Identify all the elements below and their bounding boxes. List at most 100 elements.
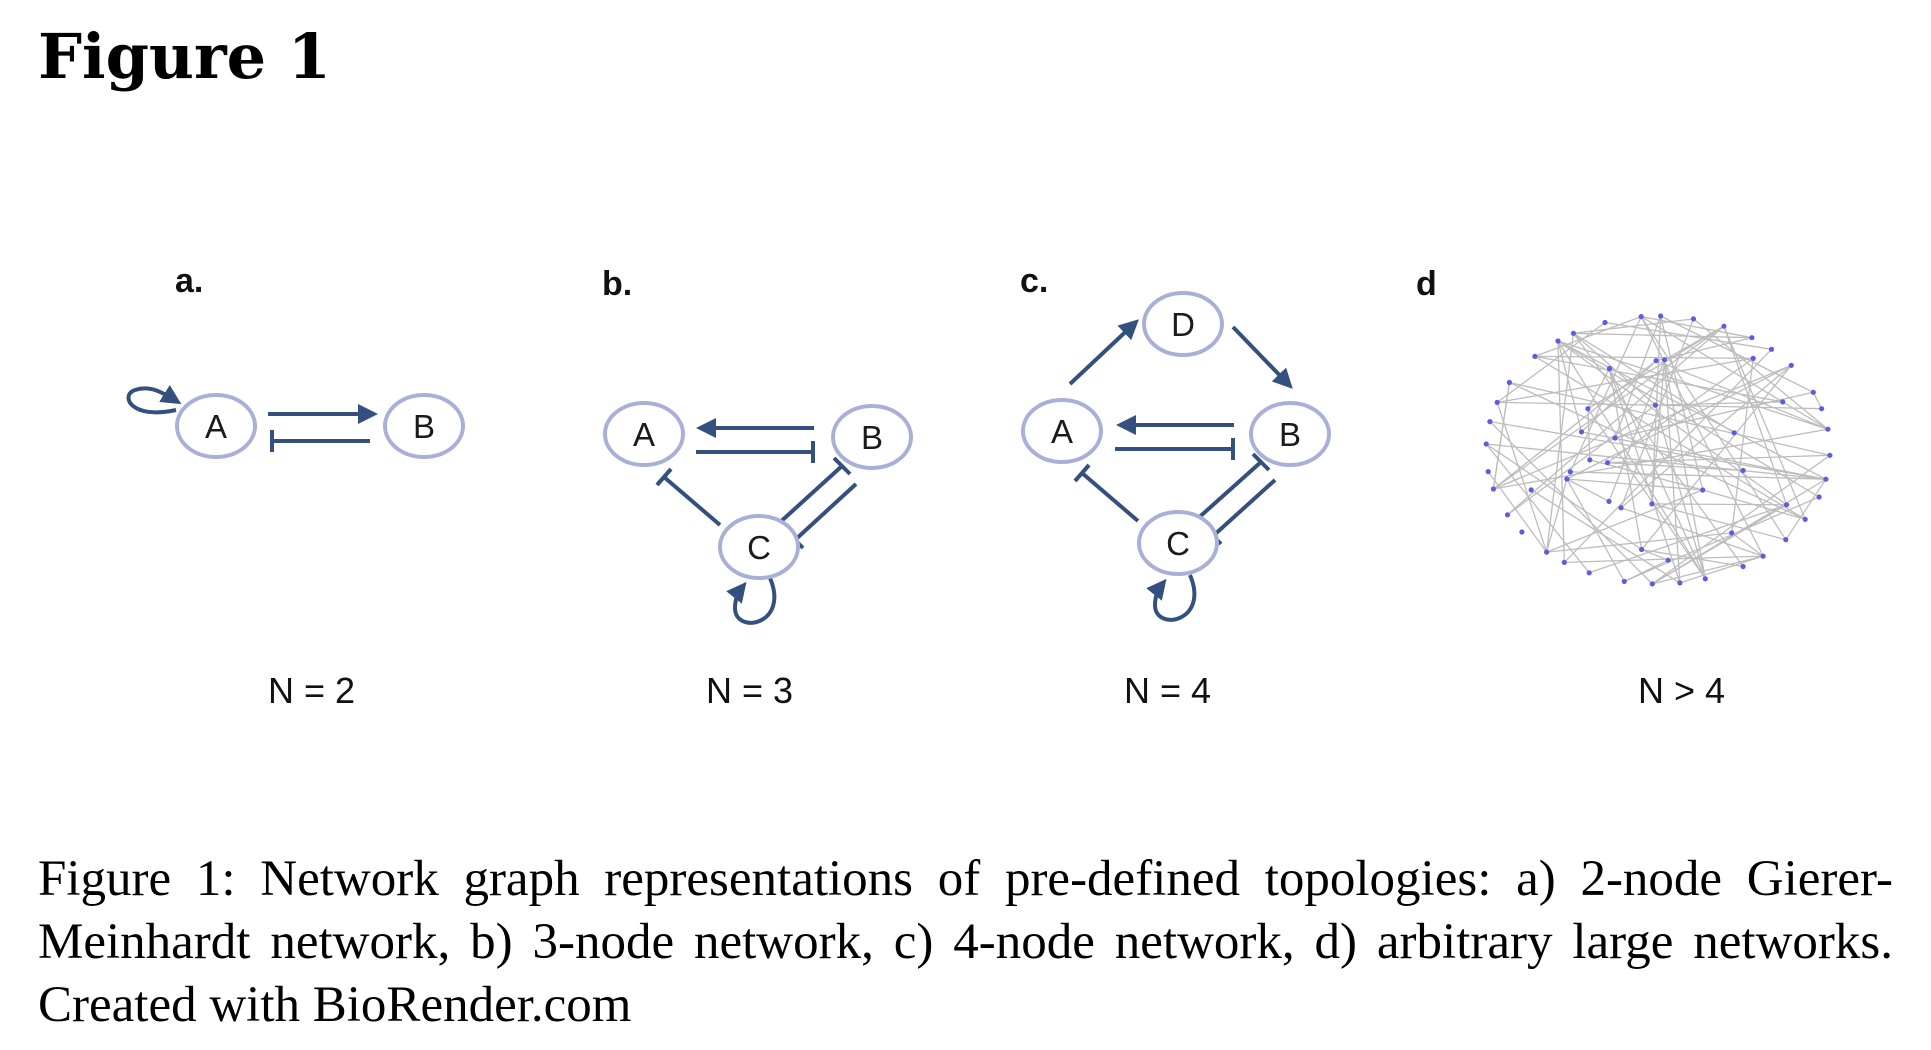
network-edge — [1557, 340, 1706, 580]
network-node — [1750, 355, 1756, 361]
network-edge — [1614, 315, 1662, 439]
b-C-inhibits-A-bar — [655, 467, 673, 487]
network-edge — [1566, 478, 1610, 502]
network-node — [1810, 389, 1816, 395]
network-node — [1606, 365, 1613, 372]
network-edge — [1534, 315, 1642, 358]
network-node — [1749, 335, 1755, 341]
network-edge — [1651, 359, 1666, 504]
network-edge — [1620, 364, 1792, 509]
c-C-B-edge-1 — [1193, 460, 1263, 523]
n-label-a: N = 2 — [268, 670, 356, 711]
c-D-to-B-arrow — [1231, 325, 1293, 389]
network-edge — [1641, 548, 1669, 561]
c-C-B-edge-2 — [1211, 478, 1277, 538]
network-edge — [1587, 408, 1706, 580]
network-edge — [1587, 325, 1725, 410]
network-edge — [1573, 318, 1694, 334]
b-C-inhibits-A — [662, 475, 722, 527]
network-node — [1677, 580, 1683, 586]
c-C-B-bar-1 — [1251, 452, 1271, 472]
network-edge — [1573, 332, 1735, 434]
node-b-B — [831, 404, 913, 470]
network-node — [1740, 467, 1746, 474]
network-diagrams: A B A B C D A — [126, 291, 1833, 625]
node-b-A — [603, 401, 685, 467]
n-label-c: N = 4 — [1124, 670, 1212, 711]
network-edge — [1659, 315, 1704, 491]
network-node — [1721, 323, 1727, 329]
network-edge — [1493, 428, 1829, 490]
node-c-A — [1021, 398, 1103, 464]
network-node — [1585, 406, 1591, 412]
panel-label-c: c. — [1020, 262, 1049, 300]
a-self-loop-arrow — [126, 385, 182, 415]
network-node — [1544, 549, 1550, 555]
network-edge — [1492, 382, 1511, 490]
panel-c-graph: D A B C — [1021, 291, 1331, 622]
network-edge — [1572, 332, 1656, 406]
network-edge — [1545, 478, 1568, 553]
node-c-B-label: B — [1279, 416, 1301, 453]
network-node — [1519, 529, 1525, 535]
network-edge — [1731, 532, 1764, 557]
network-edge — [1546, 489, 1703, 553]
b-C-B-bar-1 — [832, 456, 852, 476]
node-b-B-label: B — [861, 419, 883, 456]
network-node — [1532, 353, 1538, 359]
network-node — [1788, 362, 1794, 368]
network-node — [1649, 581, 1655, 587]
network-node — [1638, 314, 1644, 320]
network-edge — [1679, 555, 1764, 584]
network-node — [1602, 319, 1608, 326]
network-node — [1827, 452, 1833, 458]
network-edge — [1652, 555, 1764, 585]
network-edge — [1489, 420, 1827, 480]
network-node — [1494, 399, 1500, 405]
network-node — [1700, 487, 1706, 493]
network-edge — [1496, 321, 1606, 403]
network-node — [1784, 502, 1790, 508]
network-node — [1504, 512, 1511, 518]
network-node — [1768, 346, 1775, 352]
panel-label-b: b. — [602, 265, 633, 303]
network-edge — [1812, 392, 1823, 409]
network-edge — [1587, 408, 1591, 460]
node-b-C — [718, 514, 800, 580]
network-node — [1658, 313, 1664, 319]
network-edge — [1569, 316, 1642, 473]
network-node — [1561, 559, 1567, 566]
network-node — [1783, 537, 1789, 543]
panel-label-d: d — [1416, 265, 1437, 303]
network-node — [1490, 486, 1496, 492]
network-edge — [1785, 478, 1827, 541]
network-edge — [1608, 368, 1706, 580]
network-node — [1760, 553, 1766, 559]
network-edge — [1557, 340, 1820, 498]
node-b-A-label: A — [633, 416, 655, 453]
network-edge — [1507, 404, 1656, 516]
network-edge — [1564, 555, 1764, 564]
node-a-B — [383, 393, 465, 459]
panel-label-a: a. — [175, 262, 204, 300]
network-node — [1483, 441, 1489, 447]
network-edge — [1588, 504, 1787, 574]
network-node — [1606, 498, 1612, 504]
network-edge — [1655, 404, 1822, 410]
node-c-B — [1249, 401, 1331, 467]
node-a-A — [175, 393, 257, 459]
network-edge — [1624, 559, 1669, 582]
network-edge — [1566, 364, 1792, 480]
network-edge — [1640, 316, 1787, 541]
n-label-d: N > 4 — [1638, 670, 1726, 711]
network-edge — [1651, 503, 1787, 506]
network-edge — [1570, 471, 1826, 480]
network-node — [1690, 316, 1697, 322]
network-node — [1567, 469, 1573, 475]
network-edge — [1573, 332, 1752, 339]
network-edge — [1496, 402, 1548, 553]
c-C-self-loop-arrow — [1146, 574, 1197, 622]
network-node — [1578, 429, 1585, 435]
network-edge — [1563, 348, 1772, 563]
network-edge — [1660, 315, 1814, 393]
